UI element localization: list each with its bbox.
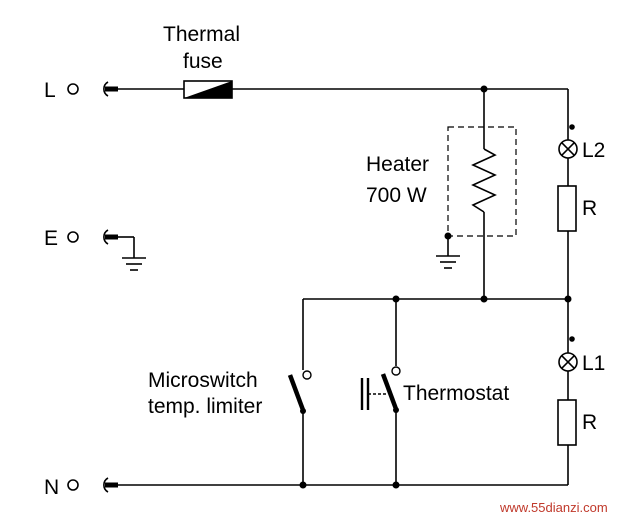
junction-dot (392, 481, 400, 489)
thermostat-contact (391, 366, 401, 376)
thermostat-symbol (380, 373, 399, 410)
heater-enclosure (447, 126, 517, 237)
resistor-lower (557, 399, 577, 446)
heater-label-2: 700 W (366, 184, 427, 207)
earth-ground-icon (436, 255, 460, 269)
microswitch-label-1: Microswitch (148, 369, 258, 392)
resistor-upper (557, 185, 577, 232)
polarity-dot (569, 124, 575, 130)
thermostat-label: Thermostat (403, 382, 509, 405)
terminal-label-n: N (44, 476, 59, 499)
lamp-l1-label: L1 (582, 352, 605, 375)
lamp-l2-icon (558, 139, 578, 159)
plug-n (67, 477, 118, 493)
lamp-l2-label: L2 (582, 139, 605, 162)
microswitch-contact (302, 370, 312, 380)
terminal-label-e: E (44, 227, 58, 250)
thermal-fuse-symbol (183, 80, 233, 99)
heater-resistor-symbol (471, 148, 497, 213)
thermostat-actuator-icon (360, 378, 386, 410)
resistor-upper-label: R (582, 197, 597, 220)
heater-label-1: Heater (366, 153, 429, 176)
resistor-lower-label: R (582, 411, 597, 434)
thermal-fuse-label-2: fuse (183, 50, 223, 73)
plug-e (67, 229, 118, 245)
lamp-l1-icon (558, 352, 578, 372)
microswitch-label-2: temp. limiter (148, 395, 262, 418)
polarity-dot (569, 336, 575, 342)
thermal-fuse-label-1: Thermal (163, 23, 240, 46)
junction-dot (299, 481, 307, 489)
microswitch-symbol (287, 374, 306, 411)
watermark: www.55dianzi.com (499, 500, 608, 515)
terminal-label-l: L (44, 79, 56, 102)
plug-l (67, 81, 118, 97)
junction-dot (480, 295, 488, 303)
earth-ground-icon (122, 257, 146, 271)
